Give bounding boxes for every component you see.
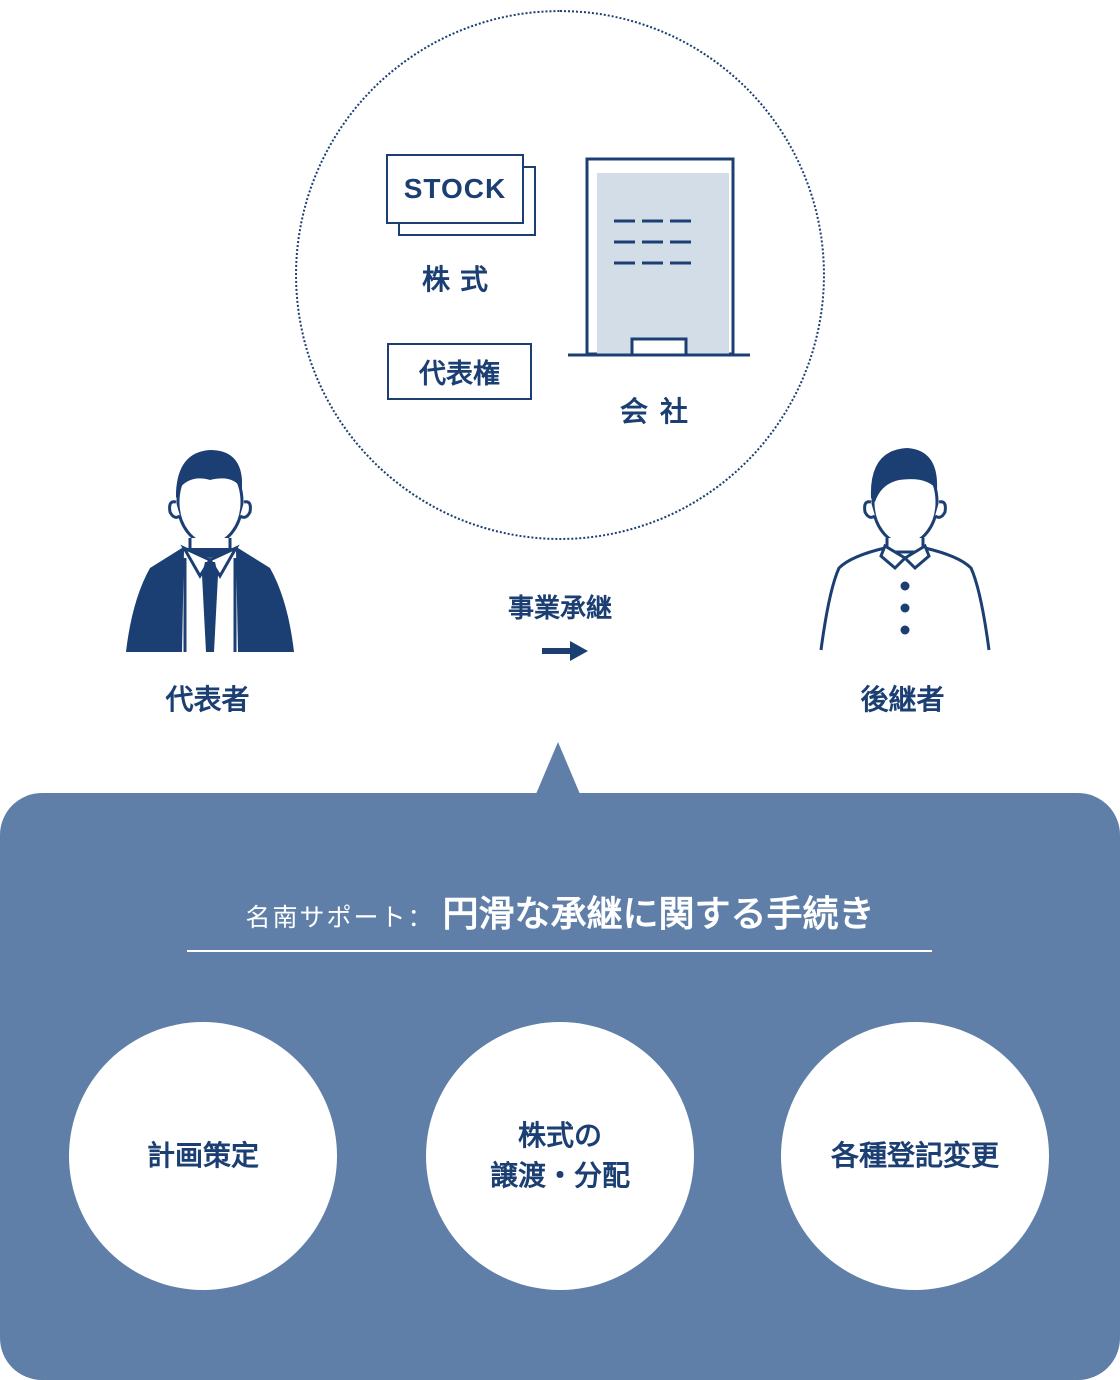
panel-title-prefix: 名南サポート： (245, 903, 435, 932)
panel-divider (187, 950, 932, 952)
stock-card: STOCK (386, 154, 524, 224)
panel-pointer (536, 742, 580, 794)
right-arrow-icon (542, 641, 588, 661)
company-label: 会社 (619, 395, 700, 428)
representative-person-icon (126, 450, 294, 652)
step-stock-transfer-line-1: 株式の (517, 1119, 602, 1152)
successor-person-icon (819, 448, 991, 651)
representation-box: 代表権 (387, 343, 532, 400)
panel-title: 名南サポート：円滑な承継に関する手続き (0, 885, 1120, 937)
step-stock-transfer: 株式の 譲渡・分配 (426, 1022, 694, 1290)
step-registration-change: 各種登記変更 (781, 1022, 1049, 1290)
stock-card-text: STOCK (403, 173, 507, 204)
step-planning: 計画策定 (69, 1022, 337, 1290)
representative-label: 代表者 (165, 683, 250, 716)
step-registration-change-line-1: 各種登記変更 (830, 1139, 999, 1172)
successor-label: 後継者 (860, 683, 945, 716)
step-stock-transfer-line-2: 譲渡・分配 (489, 1159, 630, 1192)
representation-text: 代表権 (419, 359, 500, 390)
company-building-icon (568, 157, 750, 357)
panel-title-main: 円滑な承継に関する手続き (442, 894, 875, 935)
stock-label: 株式 (421, 263, 498, 296)
step-planning-line-1: 計画策定 (146, 1139, 259, 1172)
business-succession-label: 事業承継 (507, 594, 612, 624)
assets-circle (295, 10, 825, 540)
